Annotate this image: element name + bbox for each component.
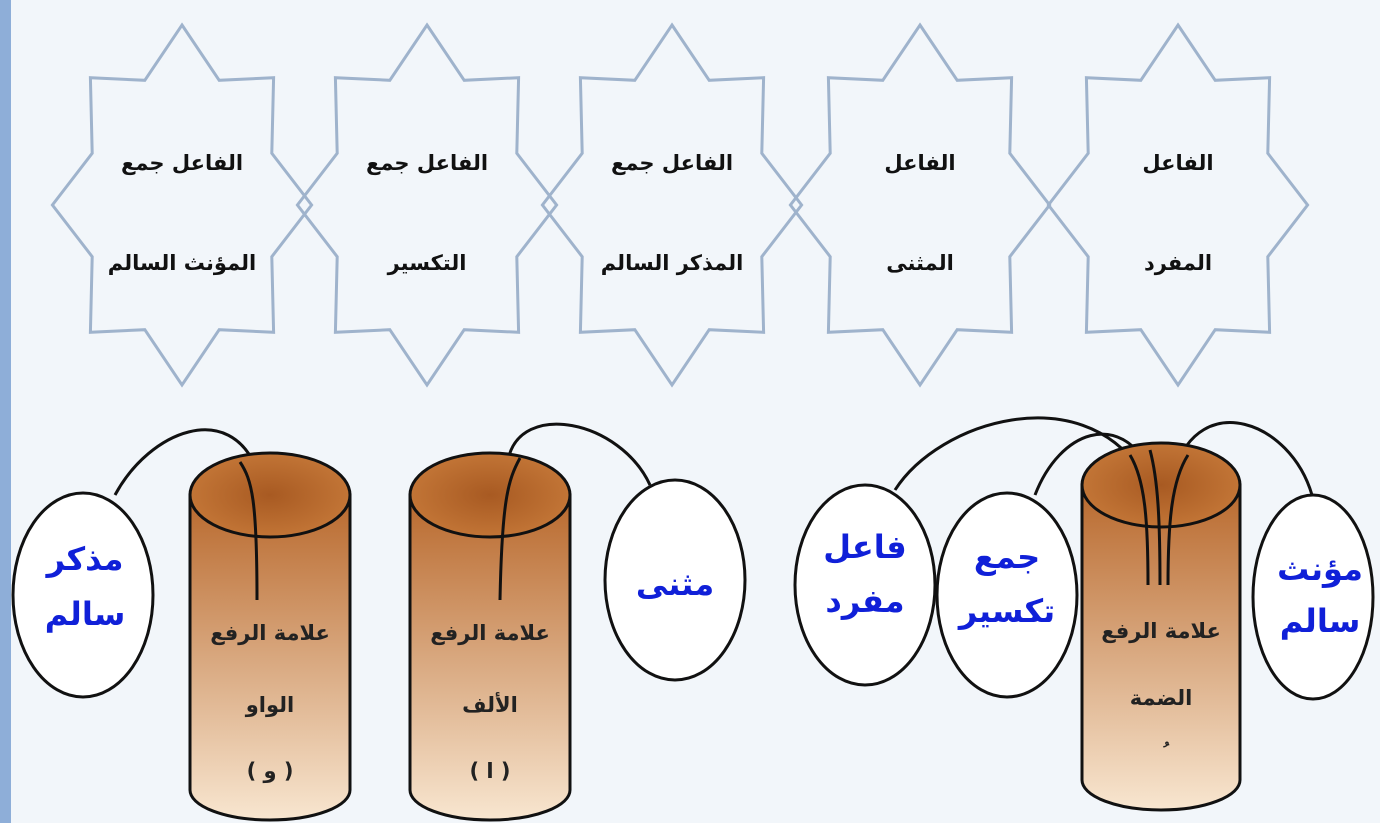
cylinder-line-2: الضمة bbox=[1130, 686, 1193, 710]
cord-dual-to-alif bbox=[498, 422, 652, 601]
star-line-1: الفاعل جمع bbox=[611, 151, 733, 175]
circle-singular: فاعل مفرد bbox=[793, 483, 937, 687]
star-singular: الفاعل المفرد bbox=[1046, 22, 1310, 388]
circle-shape bbox=[11, 491, 155, 699]
star-line-2: التكسير bbox=[387, 251, 467, 275]
star-line-1: الفاعل bbox=[884, 151, 955, 175]
cord-tails bbox=[238, 449, 1190, 601]
cord-tail-damma-2 bbox=[1148, 449, 1162, 586]
star-line-1: الفاعل جمع bbox=[121, 151, 243, 175]
circle-shape bbox=[1251, 493, 1375, 701]
cylinder-line-1: علامة الرفع bbox=[210, 621, 330, 645]
star-row: الفاعل جمع المؤنث السالم الفاعل جمع التك… bbox=[50, 22, 1310, 388]
cylinder-line-3: ( ا ) bbox=[469, 759, 510, 783]
cylinder-line-3: ( و ) bbox=[247, 759, 294, 783]
circle-broken-plural: جمع تكسير bbox=[935, 491, 1079, 699]
cord-tail-waw bbox=[238, 461, 259, 601]
circle-line-1: مثنى bbox=[636, 565, 714, 603]
circle-line-1: فاعل bbox=[823, 528, 906, 566]
star-line-2: المفرد bbox=[1144, 251, 1212, 275]
cylinder-damma: علامة الرفع الضمة ُ bbox=[1080, 441, 1242, 812]
cylinder-alif: علامة الرفع الألف ( ا ) bbox=[408, 451, 572, 822]
cylinder-line-2: الألف bbox=[462, 691, 518, 717]
star-line-2: المؤنث السالم bbox=[108, 251, 256, 275]
cylinder-body bbox=[408, 493, 572, 822]
star-masc-sound-plural: الفاعل جمع المذكر السالم bbox=[540, 22, 804, 388]
star-broken-plural: الفاعل جمع التكسير bbox=[295, 22, 559, 388]
circle-line-2: مفرد bbox=[825, 582, 904, 620]
cylinder-line-2: الواو bbox=[245, 693, 295, 717]
circle-shape bbox=[935, 491, 1079, 699]
star-line-2: المذكر السالم bbox=[601, 251, 744, 275]
star-shape bbox=[788, 22, 1052, 388]
star-line-1: الفاعل bbox=[1142, 151, 1213, 175]
circle-line-1: مذكر bbox=[45, 540, 124, 578]
star-line-1: الفاعل جمع bbox=[366, 151, 488, 175]
circle-line-1: جمع bbox=[974, 538, 1040, 576]
circle-dual: مثنى bbox=[603, 478, 747, 682]
star-shape bbox=[50, 22, 314, 388]
cylinder-line-1: علامة الرفع bbox=[1101, 619, 1221, 643]
cylinder-body bbox=[1080, 483, 1242, 812]
cylinder-line-1: علامة الرفع bbox=[430, 621, 550, 645]
circle-masc-sound: مذكر سالم bbox=[11, 491, 155, 699]
star-line-2: المثنى bbox=[886, 251, 954, 275]
star-shape bbox=[295, 22, 559, 388]
circle-shape bbox=[793, 483, 937, 687]
circle-line-2: سالم bbox=[45, 595, 126, 633]
cord-tail-damma-3 bbox=[1166, 454, 1190, 586]
circle-line-2: تكسير bbox=[957, 592, 1055, 630]
star-shape bbox=[540, 22, 804, 388]
cord-tail-alif bbox=[498, 457, 522, 601]
left-accent-bar bbox=[0, 0, 11, 823]
cylinder-waw: علامة الرفع الواو ( و ) bbox=[188, 451, 352, 822]
star-fem-sound-plural: الفاعل جمع المؤنث السالم bbox=[50, 22, 314, 388]
circle-line-1: مؤنث bbox=[1277, 550, 1363, 588]
cord-tail-damma-1 bbox=[1128, 454, 1150, 586]
cylinder-top bbox=[408, 451, 572, 539]
cylinder-top bbox=[1080, 441, 1242, 529]
cylinder-body bbox=[188, 493, 352, 822]
circle-fem-sound: مؤنث سالم bbox=[1251, 493, 1375, 701]
cylinder-top bbox=[188, 451, 352, 539]
star-dual: الفاعل المثنى bbox=[788, 22, 1052, 388]
star-shape bbox=[1046, 22, 1310, 388]
circle-shape bbox=[603, 478, 747, 682]
circle-line-2: سالم bbox=[1280, 602, 1361, 640]
